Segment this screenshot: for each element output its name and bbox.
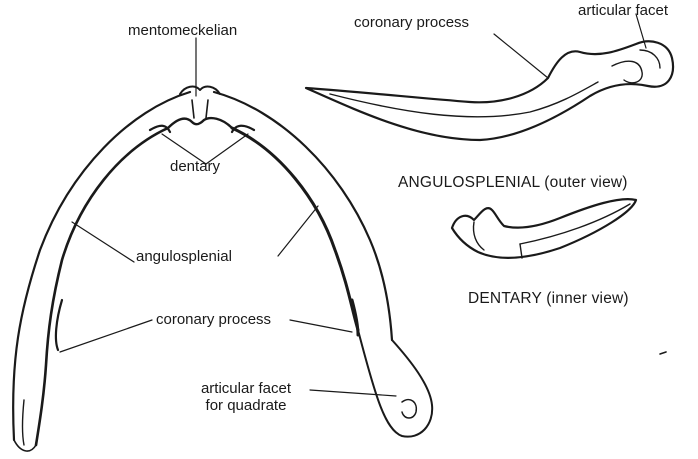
right-ramus-outer: [214, 92, 392, 340]
dentary-inner-view: [452, 199, 636, 258]
label-articular-facet-top: articular facet: [578, 2, 668, 19]
left-ramus-end: [14, 440, 36, 451]
articular-facet-mark: [402, 400, 416, 418]
label-dentary: dentary: [170, 158, 220, 175]
label-articular-facet-line2: for quadrate: [178, 397, 314, 414]
right-articular-region: [358, 330, 432, 437]
label-angulosplenial: angulosplenial: [136, 248, 232, 265]
left-ramus-inner: [36, 128, 168, 445]
label-mentomeckelian: mentomeckelian: [128, 22, 237, 39]
title-angulosplenial-view: ANGULOSPLENIAL (outer view): [398, 174, 628, 191]
stray-mark: [660, 352, 666, 354]
right-ramus-inner: [232, 128, 358, 330]
label-articular-facet-line1: articular facet: [178, 380, 314, 397]
title-dentary-view: DENTARY (inner view): [468, 290, 629, 307]
label-articular-facet-quadrate: articular facet for quadrate: [178, 380, 314, 414]
label-coronary-process: coronary process: [156, 311, 271, 328]
angulosplenial-outer-view: [306, 14, 673, 140]
label-coronary-process-top: coronary process: [354, 14, 469, 31]
left-ramus-outer: [13, 92, 190, 440]
